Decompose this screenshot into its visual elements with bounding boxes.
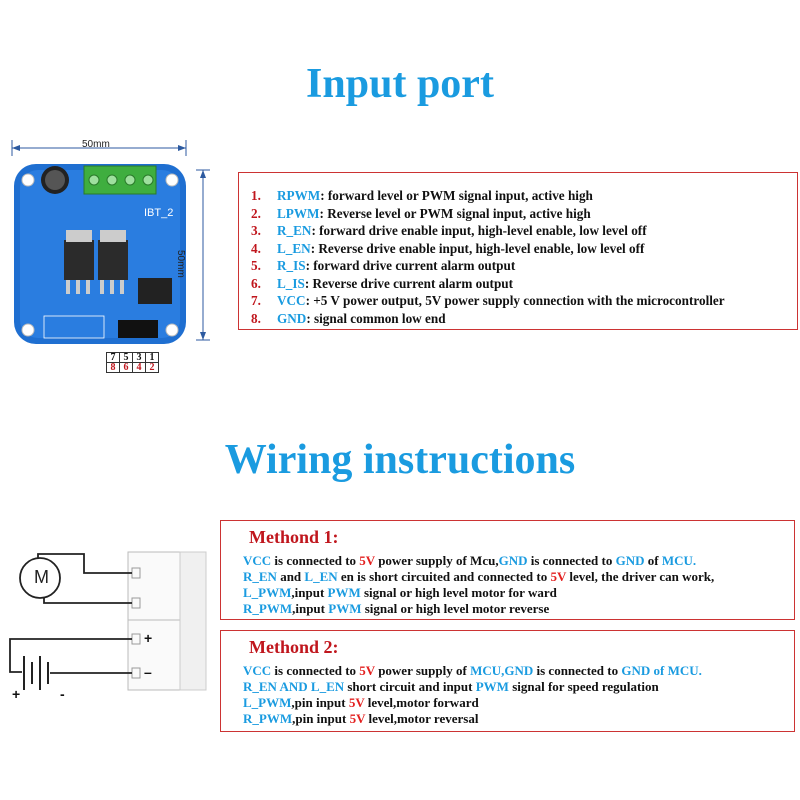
pin-cell: 4 [132,362,146,373]
board-illustration [11,140,210,344]
pin-cell: 8 [106,362,120,373]
width-dimension-label: 50mm [82,139,110,150]
method1-box: Methond 1: VCC is connected to 5V power … [220,520,795,620]
pin-item: 8.GND: signal common low end [251,310,446,326]
method1-lines: VCC is connected to 5V power supply of M… [243,553,714,617]
method2-line: R_PWM,pin input 5V level,motor reversal [243,711,479,726]
pin-item: 4.L_EN: Reverse drive enable input, high… [251,240,645,256]
pin-list: 1.RPWM: forward level or PWM signal inpu… [251,187,725,327]
method2-line: VCC is connected to 5V power supply of M… [243,663,702,678]
method2-box: Methond 2: VCC is connected to 5V power … [220,630,795,732]
pin-cell: 2 [145,362,159,373]
input-port-title: Input port [306,61,494,107]
pin-description-box: 1.RPWM: forward level or PWM signal inpu… [238,172,798,330]
pin-item: 2.LPWM: Reverse level or PWM signal inpu… [251,205,591,221]
pin-item: 3.R_EN: forward drive enable input, high… [251,223,647,238]
method1-title: Methond 1: [249,527,339,547]
method2-title: Methond 2: [249,637,339,657]
pin-item: 6.L_IS: Reverse drive current alarm outp… [251,275,514,291]
terminal-plus-label: + [144,630,153,646]
method1-line: R_EN and L_EN en is short circuited and … [243,569,715,584]
pin-cell: 1 [145,352,159,363]
battery-minus-label: - [60,686,65,702]
pin-item: 7.VCC: +5 V power output, 5V power suppl… [251,293,725,308]
method1-line: VCC is connected to 5V power supply of M… [243,553,697,568]
pin-cell: 5 [119,352,133,363]
wiring-instructions-title: Wiring instructions [224,437,576,483]
method1-line: L_PWM,input PWM signal or high level mot… [243,585,557,600]
method1-line: R_PWM,input PWM signal or high level mot… [243,601,550,616]
method2-lines: VCC is connected to 5V power supply of M… [243,663,702,727]
board-name: IBT_2 [144,207,174,219]
terminal-minus-label: – [144,664,152,680]
pin-number-table: 7 5 3 1 8 6 4 2 [106,352,159,373]
pin-item: 1.RPWM: forward level or PWM signal inpu… [251,188,593,203]
method2-line: R_EN AND L_EN short circuit and input PW… [243,679,659,694]
wiring-diagram [9,551,207,691]
pin-cell: 3 [132,352,146,363]
pin-cell: 6 [119,362,133,373]
height-dimension-label: 50mm [175,250,186,278]
pin-cell: 7 [106,352,120,363]
battery-plus-label: + [12,686,21,702]
pin-item: 5.R_IS: forward drive current alarm outp… [251,258,516,273]
motor-icon: M [34,567,49,587]
method2-line: L_PWM,pin input 5V level,motor forward [243,695,479,710]
